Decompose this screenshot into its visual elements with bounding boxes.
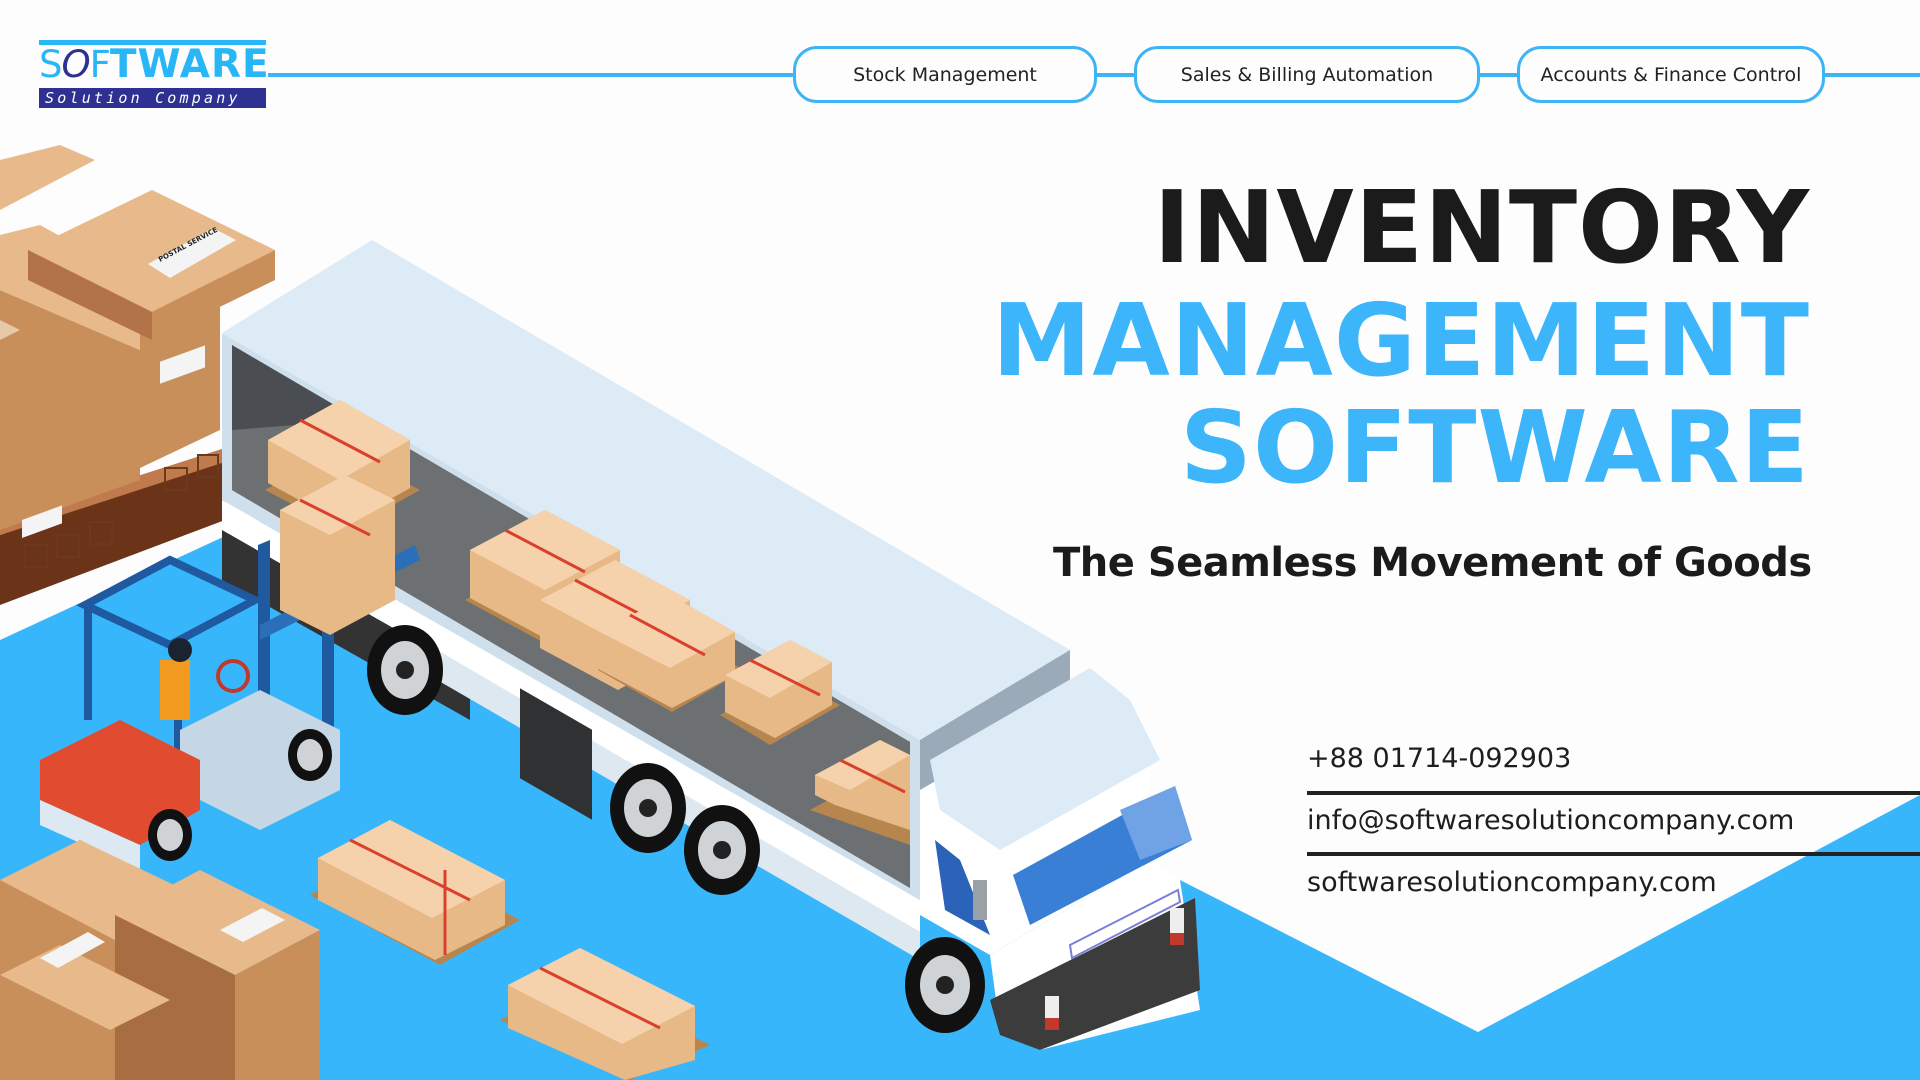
contact-divider <box>1307 791 1920 795</box>
logo-letter-t: T <box>109 42 138 87</box>
logo-subtitle: Solution Company <box>39 88 266 108</box>
contact-phone[interactable]: +88 01714-092903 <box>1307 743 1572 774</box>
headline-line-software: SOFTWARE <box>1179 389 1810 506</box>
forklift <box>40 475 420 870</box>
logo-letter-f: F <box>89 43 111 86</box>
logo-top-bar <box>39 40 266 45</box>
box-stack-bottom-left <box>0 840 320 1080</box>
hero-headline: INVENTORY MANAGEMENT SOFTWARE <box>992 178 1810 498</box>
floor-pallet-1 <box>310 820 520 965</box>
nav-pill-sales-billing[interactable]: Sales & Billing Automation <box>1134 46 1480 103</box>
box-stack-top-left: POSTAL SERVICE <box>0 145 275 605</box>
contact-email[interactable]: info@softwaresolutioncompany.com <box>1307 805 1795 836</box>
logo-letters-ware: WARE <box>137 42 270 87</box>
nav-pill-accounts-finance[interactable]: Accounts & Finance Control <box>1517 46 1825 103</box>
company-logo[interactable]: SOFTWARE Solution Company <box>39 40 269 110</box>
logo-letter-s: S <box>39 43 62 86</box>
pallet-5 <box>720 640 840 745</box>
pallet-4 <box>598 595 745 712</box>
headline-line-inventory: INVENTORY <box>1153 169 1810 286</box>
headline-line-management: MANAGEMENT <box>991 282 1810 399</box>
floor-pallets <box>310 820 710 1080</box>
logo-wordmark: SOFTWARE <box>39 42 269 87</box>
pallet-6 <box>810 740 910 845</box>
contact-website[interactable]: softwaresolutioncompany.com <box>1307 867 1717 898</box>
nav-pill-stock-management[interactable]: Stock Management <box>793 46 1097 103</box>
hero-tagline: The Seamless Movement of Goods <box>1053 540 1812 586</box>
contact-divider <box>1307 852 1920 856</box>
cargo-pallets <box>265 400 910 845</box>
logo-letter-o: O <box>61 43 91 86</box>
floor-pallet-2 <box>500 948 710 1080</box>
truck-wheels <box>367 625 985 1033</box>
